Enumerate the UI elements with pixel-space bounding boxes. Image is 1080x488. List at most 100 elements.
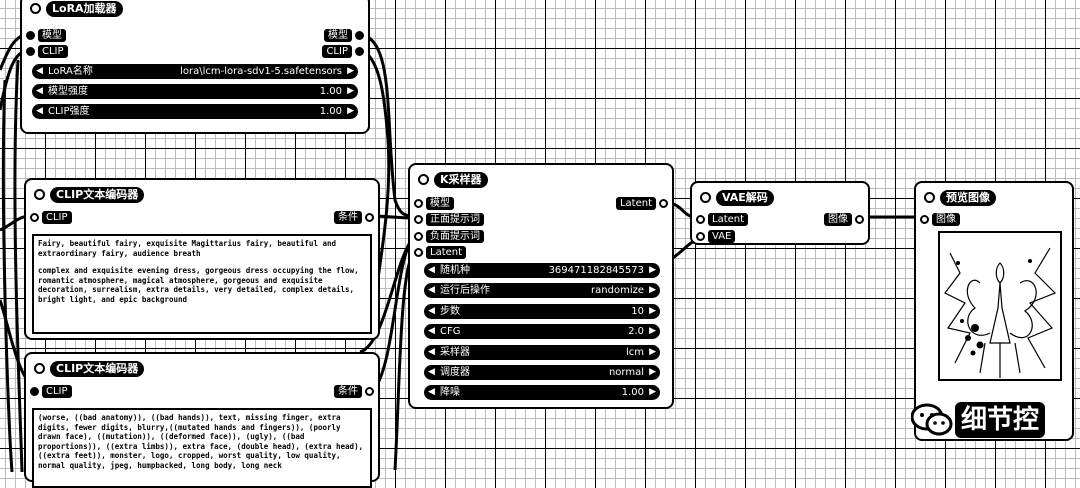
port-dot[interactable] xyxy=(414,198,423,208)
input-negative[interactable]: 负面提示词 xyxy=(414,229,484,243)
input-model[interactable]: 模型 xyxy=(414,196,454,210)
input-image[interactable]: 图像 xyxy=(920,212,960,226)
preview-image[interactable] xyxy=(938,231,1062,381)
port-dot[interactable] xyxy=(26,30,35,40)
chevron-right-icon[interactable]: ▶ xyxy=(347,106,354,116)
chevron-left-icon[interactable]: ◀ xyxy=(36,106,43,116)
chevron-left-icon[interactable]: ◀ xyxy=(428,306,435,316)
chevron-right-icon[interactable]: ▶ xyxy=(347,66,354,76)
output-conditioning[interactable]: 条件 xyxy=(334,384,374,398)
port-label: 模型 xyxy=(38,28,66,42)
port-dot[interactable] xyxy=(355,30,364,40)
widget-seed[interactable]: ◀ 随机种 369471182845573 ▶ xyxy=(424,263,660,278)
chevron-left-icon[interactable]: ◀ xyxy=(428,347,435,357)
widget-name: CFG xyxy=(440,326,461,337)
port-dot[interactable] xyxy=(659,198,668,208)
port-dot[interactable] xyxy=(696,231,705,241)
output-latent[interactable]: Latent xyxy=(615,196,668,210)
port-dot[interactable] xyxy=(30,386,39,396)
prompt-textarea[interactable]: Fairy, beautiful fairy, exquisite Magitt… xyxy=(32,234,372,334)
chevron-right-icon[interactable]: ▶ xyxy=(347,86,354,96)
widget-sampler[interactable]: ◀ 采样器 lcm ▶ xyxy=(424,345,660,360)
node-title[interactable]: LoRA加载器 xyxy=(30,0,123,18)
widget-denoise[interactable]: ◀ 降噪 1.00 ▶ xyxy=(424,385,660,400)
ksampler-node[interactable]: K采样器 Latent 模型 正面提示词 负面提示词 Latent ◀ 随机种 … xyxy=(408,163,674,409)
chevron-left-icon[interactable]: ◀ xyxy=(428,367,435,377)
chevron-right-icon[interactable]: ▶ xyxy=(649,285,656,295)
port-dot[interactable] xyxy=(355,46,364,56)
widget-value: normal xyxy=(608,367,644,378)
widget-lora-name[interactable]: ◀ LoRA名称 lora\lcm-lora-sdv1-5.safetensor… xyxy=(32,64,358,79)
collapse-dot[interactable] xyxy=(34,363,45,374)
node-title[interactable]: CLIP文本编码器 xyxy=(34,358,145,378)
port-dot[interactable] xyxy=(414,247,423,257)
port-dot[interactable] xyxy=(920,214,929,224)
widget-cfg[interactable]: ◀ CFG 2.0 ▶ xyxy=(424,324,660,339)
node-title[interactable]: CLIP文本编码器 xyxy=(34,184,145,204)
output-image[interactable]: 图像 xyxy=(824,212,864,226)
port-label: 条件 xyxy=(334,384,362,398)
widget-name: LoRA名称 xyxy=(48,66,93,77)
node-title[interactable]: 预览图像 xyxy=(924,187,996,207)
widget-value: 369471182845573 xyxy=(548,265,644,276)
input-latent[interactable]: Latent xyxy=(696,212,749,226)
input-clip[interactable]: CLIP xyxy=(30,210,72,224)
collapse-dot[interactable] xyxy=(418,174,429,185)
node-title-text: 预览图像 xyxy=(940,189,996,206)
prompt-text: (worse, ((bad anatomy)), ((bad hands)), … xyxy=(38,413,368,470)
output-conditioning[interactable]: 条件 xyxy=(334,210,374,224)
widget-name: 采样器 xyxy=(440,347,470,358)
chevron-right-icon[interactable]: ▶ xyxy=(649,387,656,397)
input-clip[interactable]: CLIP xyxy=(26,44,68,58)
chevron-right-icon[interactable]: ▶ xyxy=(649,265,656,275)
chevron-left-icon[interactable]: ◀ xyxy=(428,326,435,336)
port-label: VAE xyxy=(708,229,736,243)
port-dot[interactable] xyxy=(414,214,423,224)
widget-scheduler[interactable]: ◀ 调度器 normal ▶ xyxy=(424,365,660,380)
collapse-dot[interactable] xyxy=(34,189,45,200)
chevron-left-icon[interactable]: ◀ xyxy=(36,86,43,96)
collapse-dot[interactable] xyxy=(924,192,935,203)
port-label: Latent xyxy=(615,196,656,210)
node-title[interactable]: VAE解码 xyxy=(700,187,774,207)
chevron-right-icon[interactable]: ▶ xyxy=(649,326,656,336)
output-clip[interactable]: CLIP xyxy=(322,44,364,58)
chevron-left-icon[interactable]: ◀ xyxy=(36,66,43,76)
collapse-dot[interactable] xyxy=(30,3,41,14)
node-title[interactable]: K采样器 xyxy=(418,169,488,189)
vae-decode-node[interactable]: VAE解码 Latent VAE 图像 xyxy=(690,181,870,245)
chevron-left-icon[interactable]: ◀ xyxy=(428,285,435,295)
widget-steps[interactable]: ◀ 步数 10 ▶ xyxy=(424,304,660,319)
chevron-left-icon[interactable]: ◀ xyxy=(428,265,435,275)
widget-value: 2.0 xyxy=(628,326,644,337)
port-dot[interactable] xyxy=(26,46,35,56)
preview-image-node[interactable]: 预览图像 图像 xyxy=(914,181,1074,441)
clip-text-encode-positive-node[interactable]: CLIP文本编码器 CLIP 条件 Fairy, beautiful fairy… xyxy=(24,178,380,340)
port-label: 模型 xyxy=(426,196,454,210)
clip-text-encode-negative-node[interactable]: CLIP文本编码器 CLIP 条件 (worse, ((bad anatomy)… xyxy=(24,352,380,488)
port-dot[interactable] xyxy=(365,212,374,222)
input-positive[interactable]: 正面提示词 xyxy=(414,212,484,226)
input-model[interactable]: 模型 xyxy=(26,28,66,42)
port-dot[interactable] xyxy=(30,212,39,222)
input-vae[interactable]: VAE xyxy=(696,229,736,243)
output-model[interactable]: 模型 xyxy=(324,28,364,42)
input-latent[interactable]: Latent xyxy=(414,245,467,259)
chevron-right-icon[interactable]: ▶ xyxy=(649,367,656,377)
chevron-left-icon[interactable]: ◀ xyxy=(428,387,435,397)
lora-loader-node[interactable]: LoRA加载器 模型 CLIP 模型 CLIP ◀ LoRA名称 lora\lc… xyxy=(20,0,370,134)
input-clip[interactable]: CLIP xyxy=(30,384,72,398)
port-dot[interactable] xyxy=(365,386,374,396)
widget-name: 运行后操作 xyxy=(440,285,490,296)
port-dot[interactable] xyxy=(414,231,423,241)
node-title-text: VAE解码 xyxy=(716,189,774,206)
widget-control-after-generate[interactable]: ◀ 运行后操作 randomize ▶ xyxy=(424,283,660,298)
collapse-dot[interactable] xyxy=(700,192,711,203)
widget-clip-strength[interactable]: ◀ CLIP强度 1.00 ▶ xyxy=(32,104,358,119)
port-dot[interactable] xyxy=(855,214,864,224)
prompt-textarea[interactable]: (worse, ((bad anatomy)), ((bad hands)), … xyxy=(32,408,372,488)
chevron-right-icon[interactable]: ▶ xyxy=(649,347,656,357)
chevron-right-icon[interactable]: ▶ xyxy=(649,306,656,316)
widget-model-strength[interactable]: ◀ 模型强度 1.00 ▶ xyxy=(32,84,358,99)
port-dot[interactable] xyxy=(696,214,705,224)
